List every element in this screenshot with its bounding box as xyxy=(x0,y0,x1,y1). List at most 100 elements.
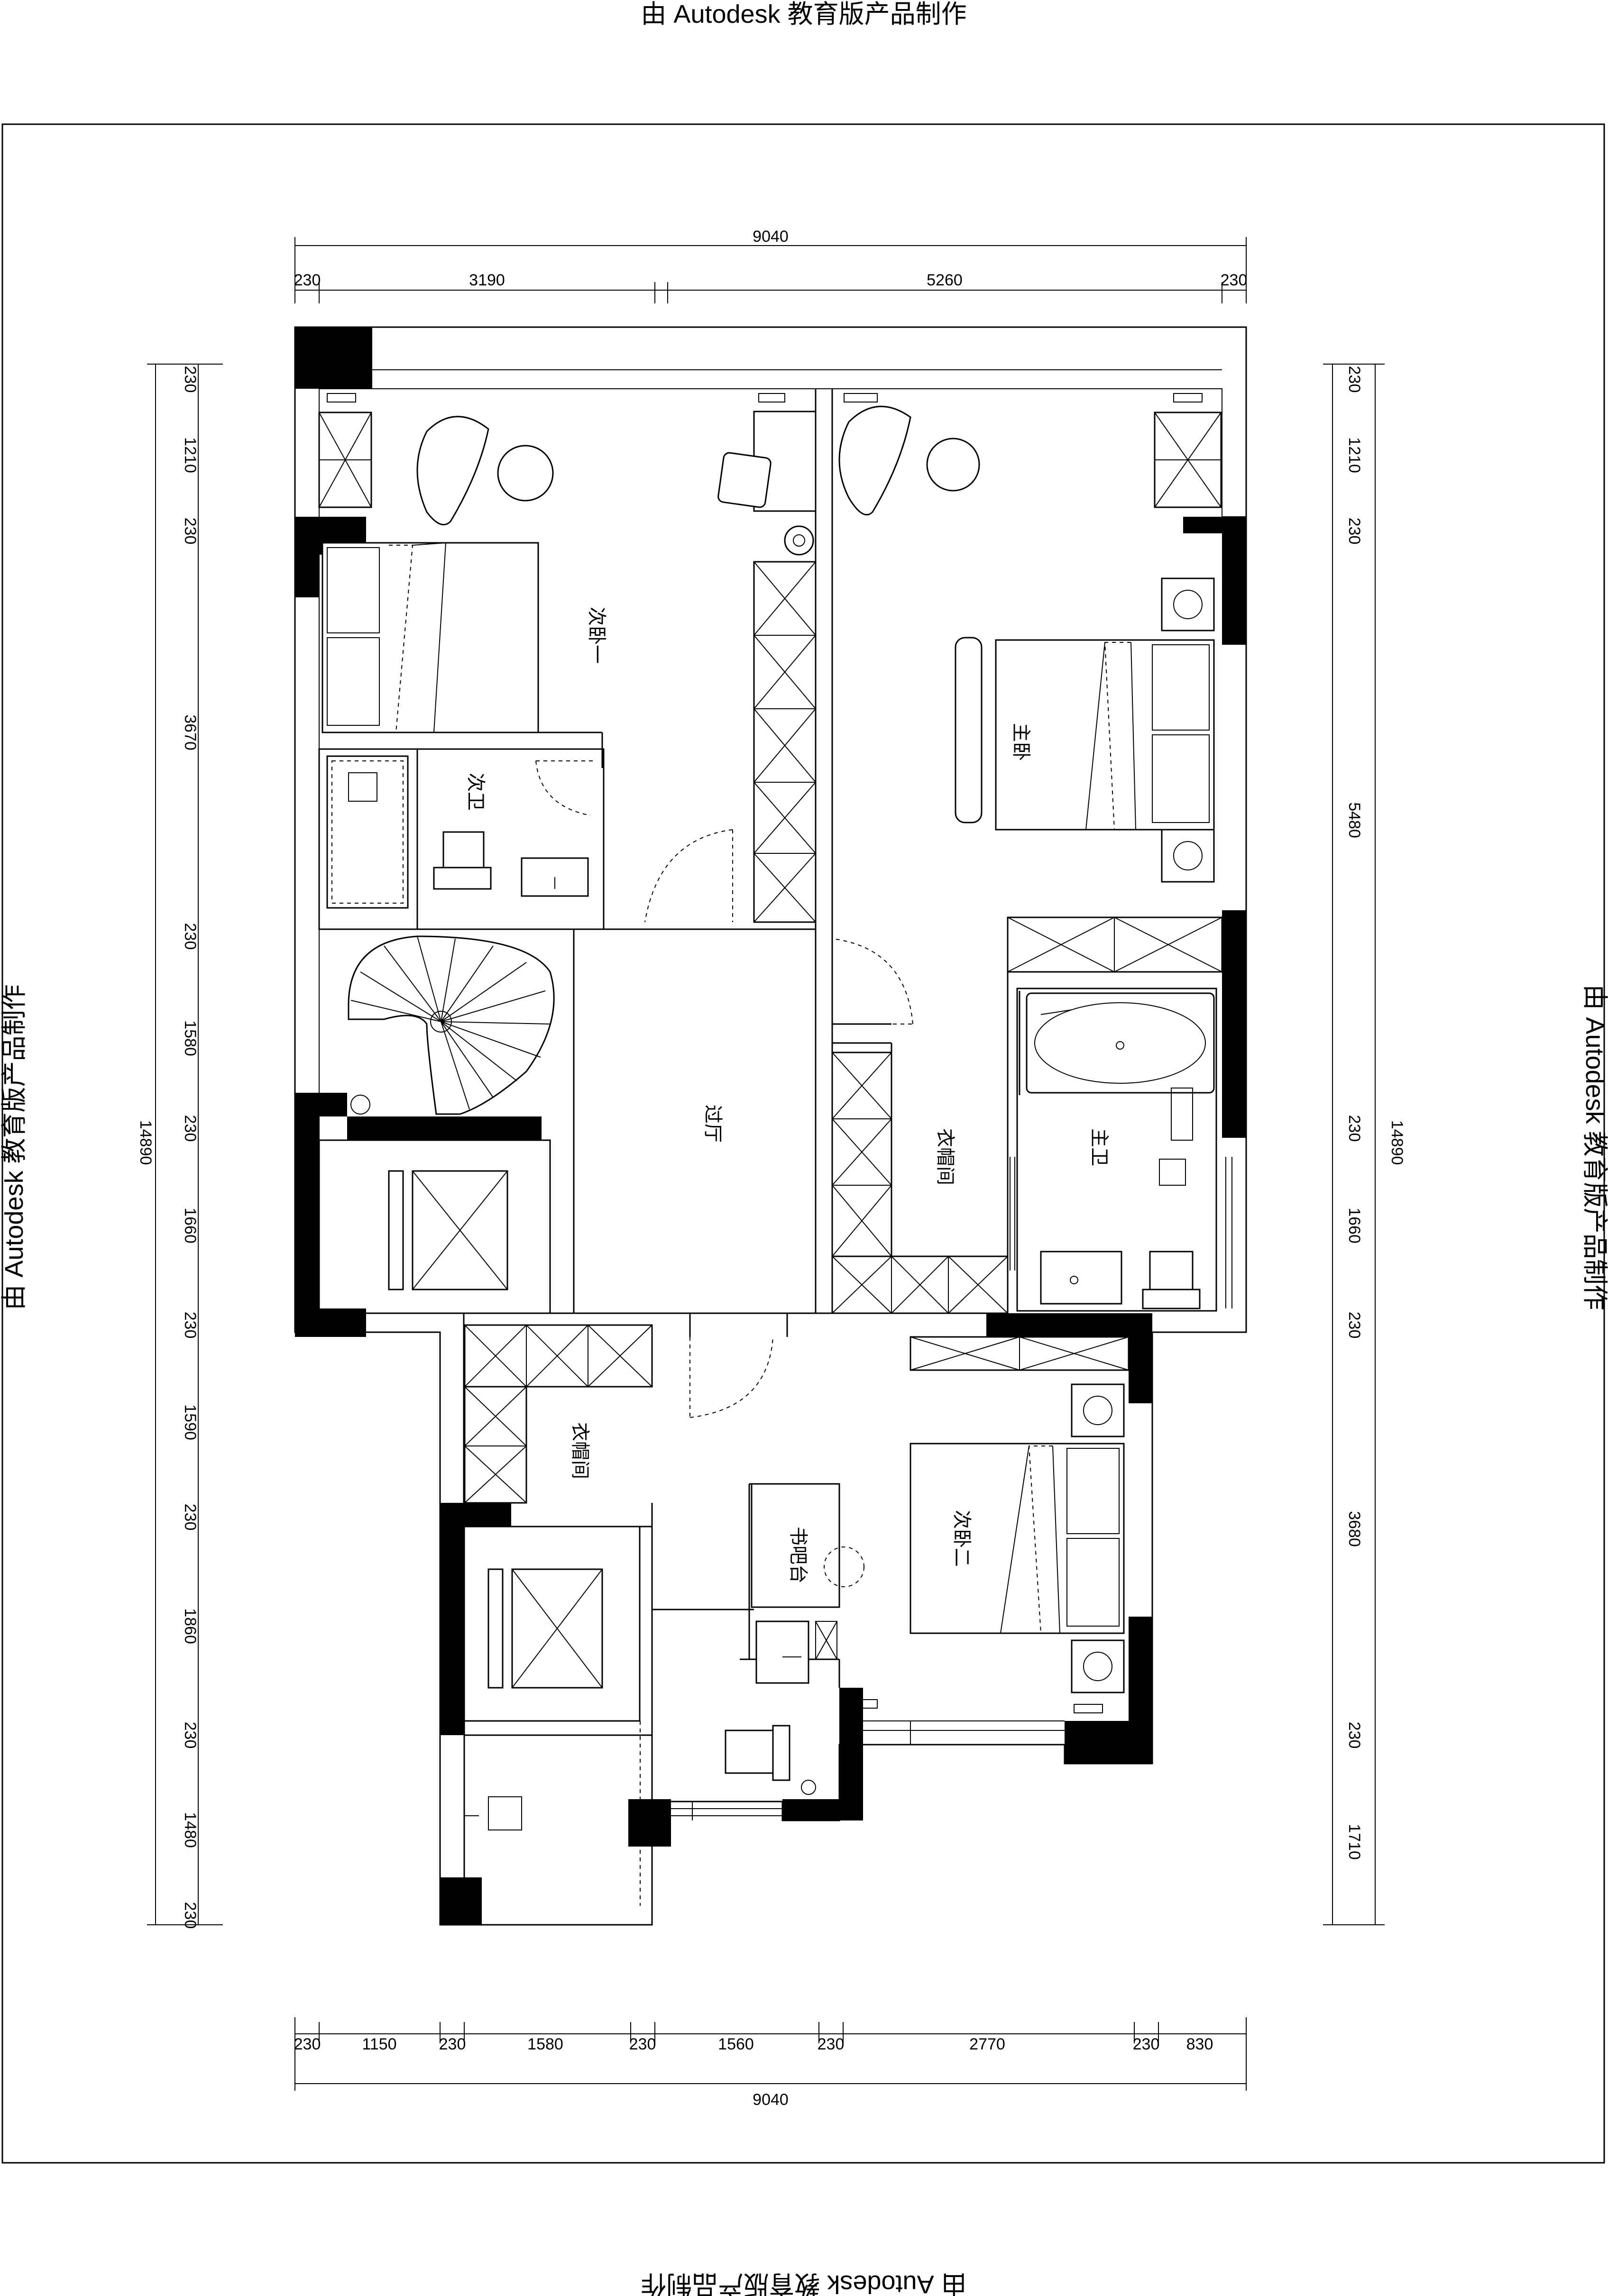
dim-left-seg-3: 230 xyxy=(181,518,199,545)
solid-walls xyxy=(295,327,1246,1925)
dim-top-seg-3: 5260 xyxy=(927,271,963,289)
dim-left-seg-8: 1660 xyxy=(181,1207,199,1244)
label-bathroom-two: 次卫 xyxy=(465,773,487,811)
bar-counter xyxy=(751,1483,840,1608)
spiral-stair xyxy=(348,935,555,1115)
dim-right-seg-2: 1210 xyxy=(1345,437,1363,473)
sheet-frame xyxy=(1,123,1605,2164)
dim-bottom-total: 9040 xyxy=(753,2091,789,2109)
label-bedroom-one: 次卧一 xyxy=(586,607,607,664)
stair-newel xyxy=(350,1095,370,1115)
wardrobe-column xyxy=(753,561,817,923)
bed-pillow-2 xyxy=(327,637,380,726)
wall-block-1 xyxy=(295,327,372,389)
toilet-master-bath xyxy=(1149,1251,1194,1290)
dim-left-seg-13: 230 xyxy=(181,1722,199,1749)
dim-bottom-seg-4: 1580 xyxy=(527,2035,563,2053)
watermark-left: 由 Autodesk 教育版产品制作 xyxy=(0,984,28,1310)
label-closet-lower: 衣帽间 xyxy=(569,1422,591,1479)
curtain-track-4 xyxy=(1173,393,1203,402)
label-closet-upper: 衣帽间 xyxy=(934,1128,956,1185)
master-bath: 主卫 xyxy=(1010,988,1232,1312)
dim-left-seg-1: 230 xyxy=(181,366,199,393)
curtain-track-6 xyxy=(1074,1704,1103,1713)
dim-left-seg-4: 3670 xyxy=(181,714,199,750)
bar-stool xyxy=(824,1546,864,1587)
dim-top-seg-4: 230 xyxy=(1221,271,1248,289)
side-table-bedroom-one xyxy=(497,445,554,502)
wall-block-12 xyxy=(1129,1313,1152,1403)
dim-top-seg-2: 3190 xyxy=(469,271,505,289)
wall-block-11 xyxy=(986,1313,1152,1337)
desk-chair-bedroom-one xyxy=(717,452,772,508)
curtain-track-5 xyxy=(844,1699,878,1709)
dim-right-seg-10: 1710 xyxy=(1345,1824,1363,1860)
master-bedroom: 主卧 xyxy=(838,405,1222,883)
sink-master-bath xyxy=(1040,1251,1122,1305)
dim-right-seg-3: 230 xyxy=(1345,518,1363,545)
watermark-top: 由 Autodesk 教育版产品制作 xyxy=(641,0,966,28)
wall-block-10 xyxy=(347,1116,542,1140)
side-table-master xyxy=(926,438,980,492)
dim-right-seg-4: 5480 xyxy=(1345,802,1363,838)
dim-bottom-seg-5: 230 xyxy=(629,2035,656,2053)
elevator-upper xyxy=(318,1139,551,1314)
dimension-bottom: 230 1150 230 1580 230 1560 230 2770 230 … xyxy=(294,2017,1247,2109)
nightstand-bedroom-two-2 xyxy=(1071,1639,1125,1693)
wall-block-19 xyxy=(628,1799,671,1847)
wall-block-16 xyxy=(440,1503,464,1735)
wall-block-7 xyxy=(295,1093,319,1337)
nightstand-master-1 xyxy=(1161,577,1215,631)
dim-bottom-seg-8: 2770 xyxy=(969,2035,1005,2053)
dim-bottom-seg-9: 230 xyxy=(1133,2035,1160,2053)
watermark-bottom: 由 Autodesk 教育版产品制作 xyxy=(641,2270,966,2296)
nightstand-master-2 xyxy=(1161,829,1215,883)
dim-top-seg-1: 230 xyxy=(294,271,321,289)
curtain-track-3 xyxy=(844,393,878,402)
label-bedroom-two: 次卧二 xyxy=(951,1510,973,1567)
elevator-lower xyxy=(463,1526,749,1906)
wall-block-18 xyxy=(782,1799,863,1820)
bathtub-master xyxy=(1026,992,1215,1094)
dim-left-seg-2: 1210 xyxy=(181,437,199,473)
dimension-right: 14890 230 1210 230 5480 230 1660 230 368… xyxy=(1323,364,1406,1925)
dim-right-seg-8: 3680 xyxy=(1345,1511,1363,1547)
bed-pillow-1 xyxy=(327,547,380,633)
dim-left-seg-14: 1480 xyxy=(181,1812,199,1848)
floor-drain-master xyxy=(1159,1159,1186,1186)
dim-right-seg-6: 1660 xyxy=(1345,1207,1363,1244)
closet-upper: 衣帽间 xyxy=(831,916,1223,1314)
floor-drain-lower xyxy=(488,1796,522,1830)
bar-counter-area: 书吧台 xyxy=(751,1483,864,1608)
wall-block-8 xyxy=(295,1093,347,1116)
dim-bottom-seg-2: 1150 xyxy=(362,2035,396,2053)
dim-bottom-seg-7: 230 xyxy=(818,2035,845,2053)
dim-right-seg-7: 230 xyxy=(1345,1312,1363,1339)
dim-left-total: 14890 xyxy=(137,1120,155,1165)
wall-block-6 xyxy=(1222,910,1246,1138)
toilet-bathroom-two xyxy=(442,831,485,869)
label-bar-counter: 书吧台 xyxy=(787,1527,809,1583)
label-master-bedroom: 主卧 xyxy=(1010,723,1032,761)
wall-block-14 xyxy=(1065,1721,1152,1764)
dim-bottom-seg-10: 830 xyxy=(1186,2035,1213,2053)
watermark-right: 由 Autodesk 教育版产品制作 xyxy=(1580,984,1608,1310)
bathroom-two: 次卫 xyxy=(318,748,605,930)
label-hall: 过厅 xyxy=(702,1105,724,1143)
dim-bottom-seg-6: 1560 xyxy=(718,2035,754,2053)
dim-top-total: 9040 xyxy=(753,228,789,246)
dim-right-seg-1: 230 xyxy=(1345,366,1363,393)
dim-left-seg-10: 1590 xyxy=(181,1404,199,1440)
hall: 过厅 xyxy=(702,938,913,1143)
dim-right-seg-9: 230 xyxy=(1345,1722,1363,1749)
dim-bottom-seg-3: 230 xyxy=(439,2035,466,2053)
dim-left-seg-15: 230 xyxy=(181,1902,199,1929)
sink-lower-bath xyxy=(755,1620,809,1684)
wall-block-17 xyxy=(839,1688,863,1820)
door-swing-hall xyxy=(832,938,913,1025)
dimension-top: 9040 230 3190 5260 230 xyxy=(294,228,1248,303)
nightstand-bedroom-two-1 xyxy=(1071,1383,1125,1437)
closet-lower: 衣帽间 xyxy=(464,1324,653,1504)
toilet-lower-bath xyxy=(725,1729,774,1774)
lounge-chair-master xyxy=(838,405,911,516)
